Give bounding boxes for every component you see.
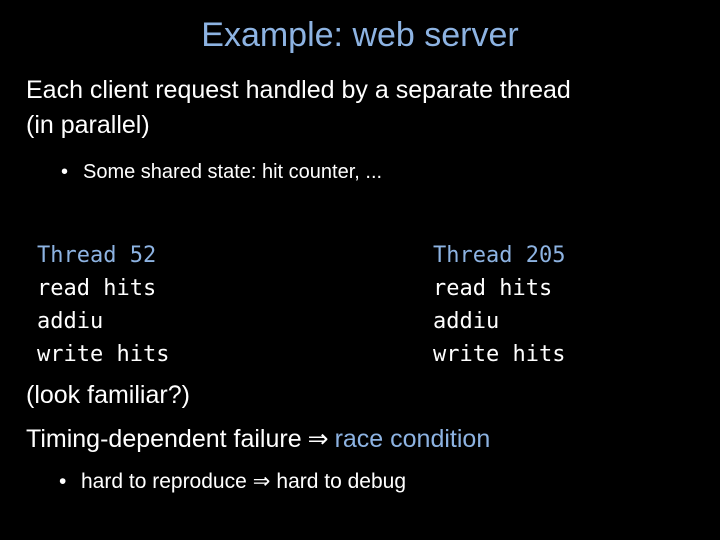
thread-52-header: Thread 52 (37, 243, 157, 268)
bullet-shared-state: • Some shared state: hit counter, ... (61, 158, 382, 186)
timing-failure-line: Timing-dependent failure⇒race condition (26, 422, 490, 456)
thread-52-line-write: write hits (37, 342, 170, 367)
timing-failure-text: Timing-dependent failure (26, 425, 302, 453)
implies-arrow-icon: ⇒ (252, 470, 271, 493)
intro-line-1: Each client request handled by a separat… (26, 76, 571, 104)
hard-to-reproduce-text: hard to reproduce (81, 470, 247, 493)
bullet-hard-to-debug: • hard to reproduce⇒hard to debug (59, 468, 406, 496)
intro-line-2: (in parallel) (26, 111, 150, 139)
implies-arrow-icon: ⇒ (307, 425, 329, 453)
thread-205-line-addiu: addiu (433, 309, 500, 334)
bullet-dot-icon: • (59, 470, 67, 493)
thread-52-line-addiu: addiu (37, 309, 104, 334)
thread-52-code-block: Thread 52 read hits addiu write hits (37, 239, 169, 371)
thread-205-line-write: write hits (433, 342, 566, 367)
hard-to-debug-text: hard to debug (276, 470, 406, 493)
thread-52-line-read: read hits (37, 276, 157, 301)
bullet-shared-state-text: Some shared state: hit counter, ... (83, 161, 383, 183)
slide-title: Example: web server (201, 16, 519, 54)
race-condition-text: race condition (334, 425, 491, 453)
thread-205-line-read: read hits (433, 276, 553, 301)
thread-205-header: Thread 205 (433, 243, 566, 268)
look-familiar-line: (look familiar?) (26, 381, 190, 409)
thread-205-code-block: Thread 205 read hits addiu write hits (433, 239, 565, 371)
bullet-dot-icon: • (61, 161, 69, 183)
